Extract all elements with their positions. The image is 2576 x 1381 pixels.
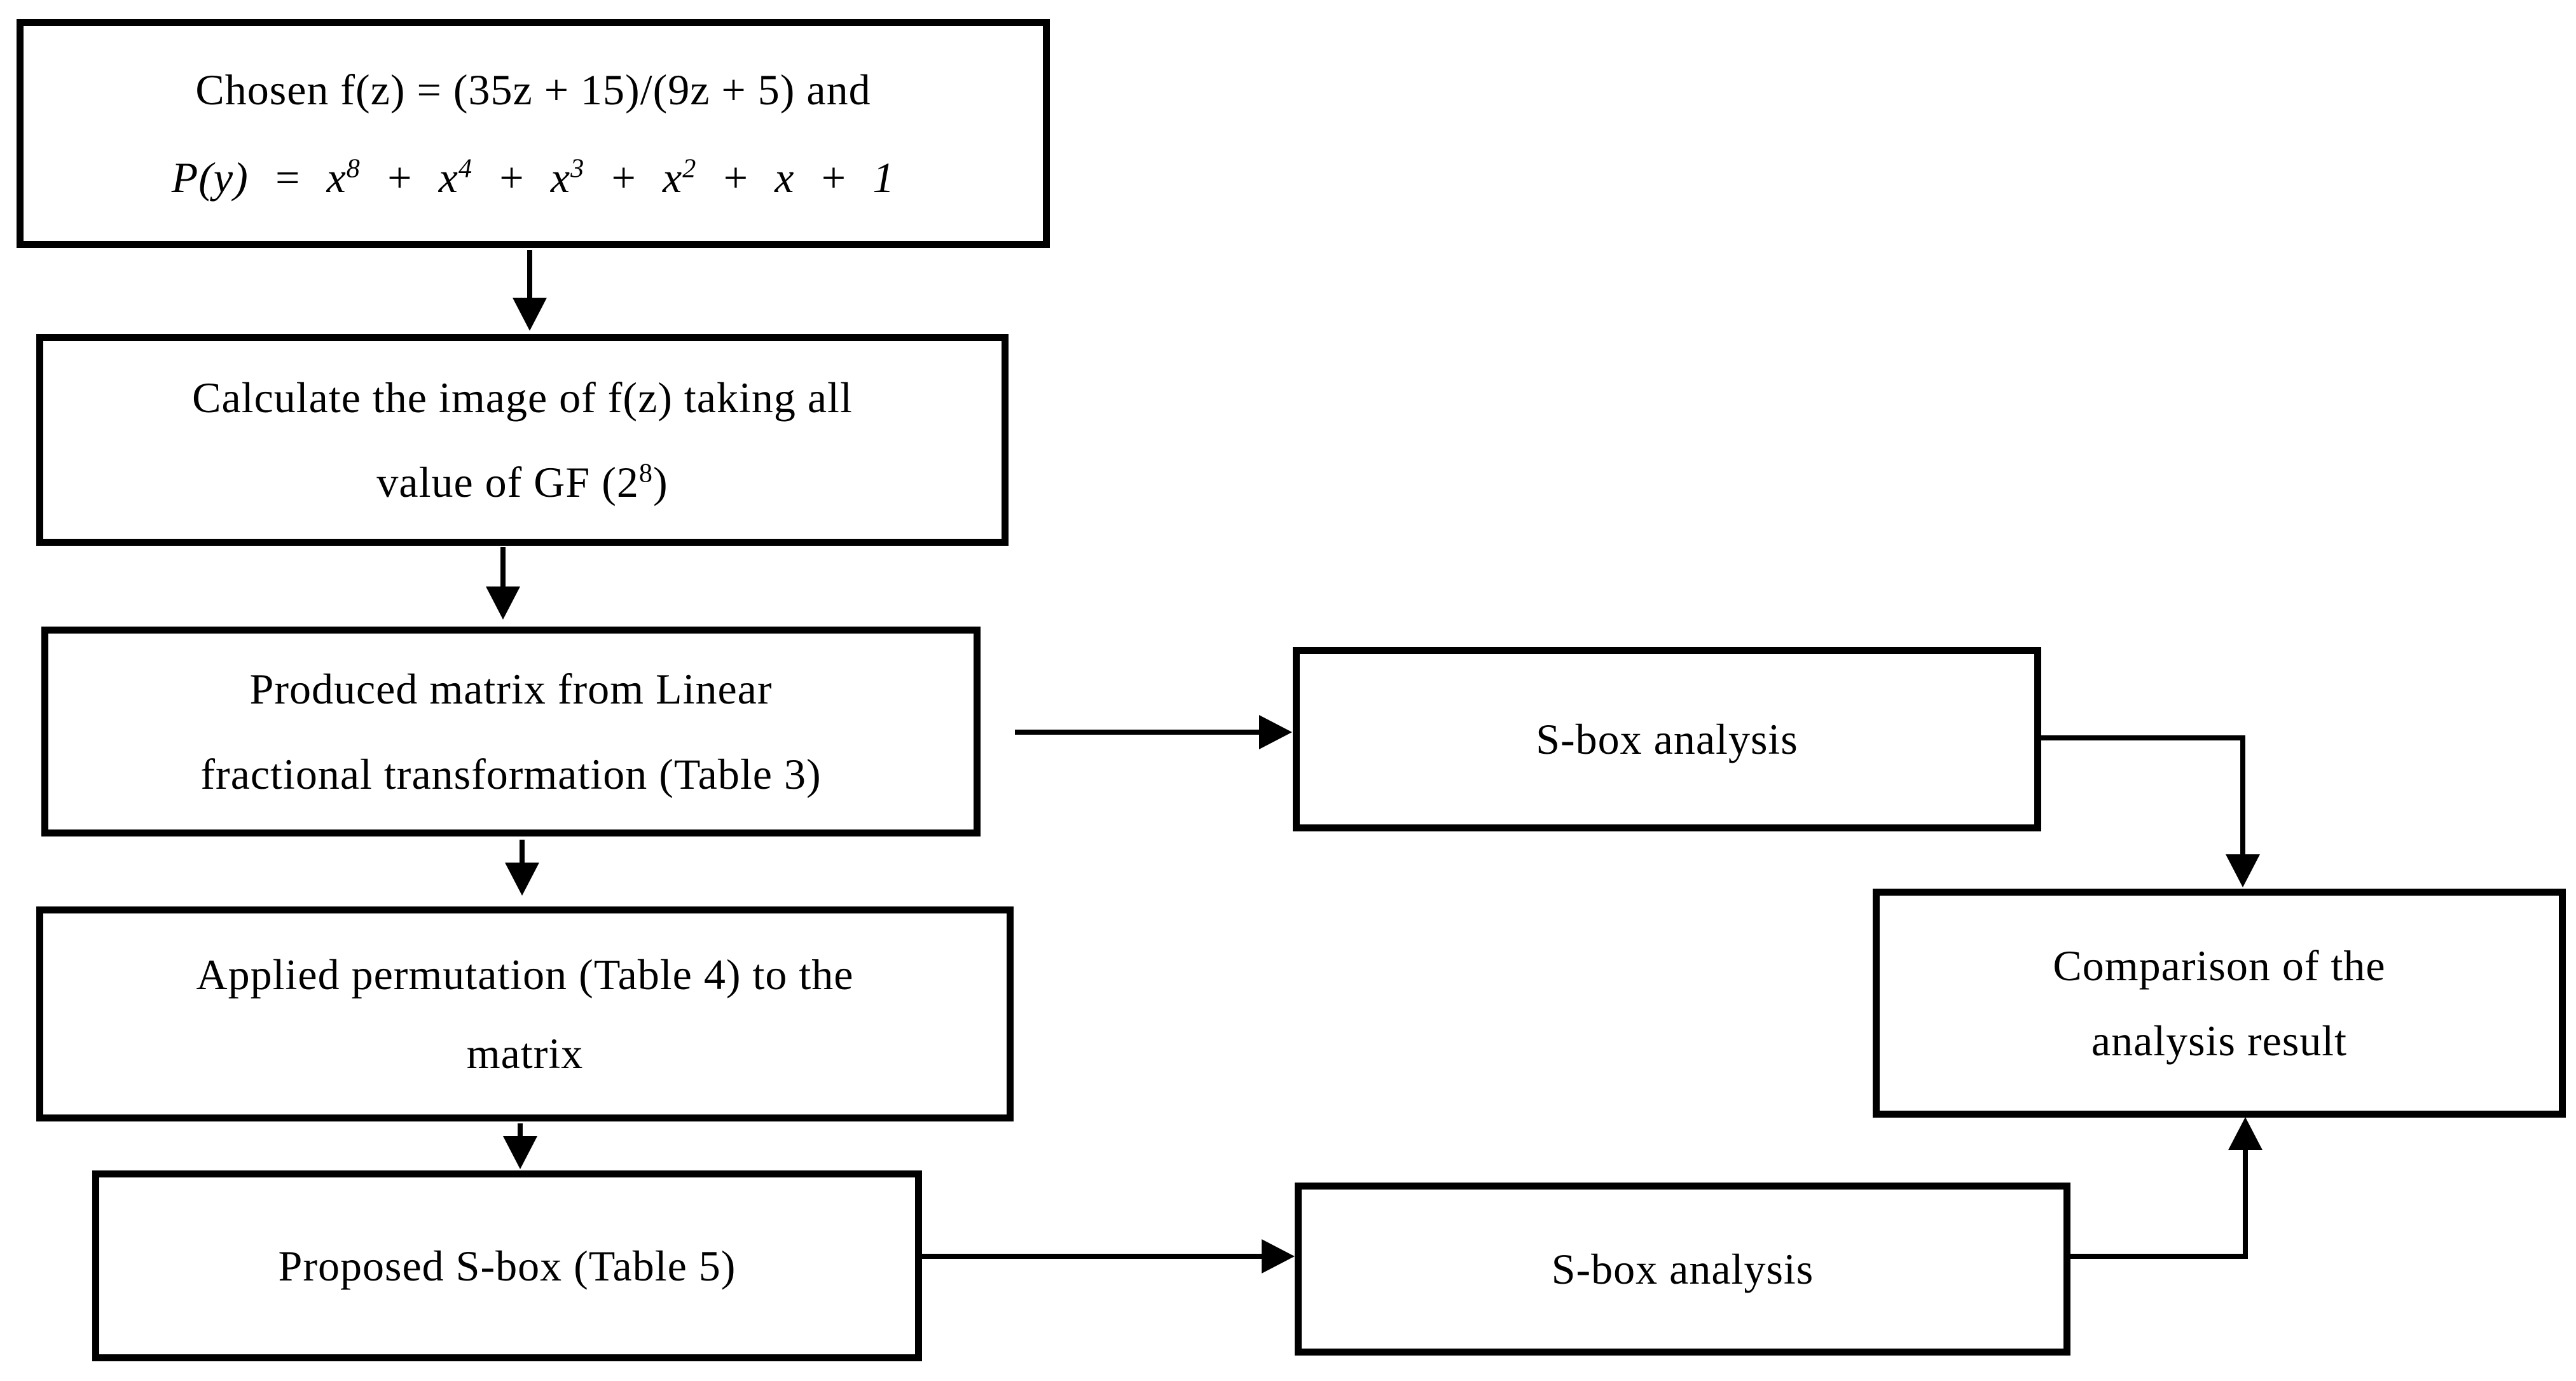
arrow-proposed-to-sbox-analysis-head bbox=[1262, 1239, 1295, 1273]
arrow-proposed-to-sbox-analysis-stem bbox=[922, 1254, 1262, 1259]
node-produced-matrix: Produced matrix from Linear fractional t… bbox=[41, 627, 981, 836]
connector-sbox-top-to-comparison-head bbox=[2226, 854, 2260, 887]
arrow-produced-to-sbox-analysis-head bbox=[1259, 715, 1292, 749]
arrow-chosen-to-calculate-stem bbox=[527, 250, 532, 301]
node-sbox-analysis-bottom-label: S-box analysis bbox=[1551, 1244, 1814, 1293]
arrow-applied-to-proposed-head bbox=[503, 1136, 537, 1169]
arrow-applied-to-proposed-stem bbox=[518, 1123, 523, 1139]
node-applied-permutation-line2: matrix bbox=[466, 1029, 584, 1078]
connector-sbox-bottom-to-comparison-vertical bbox=[2243, 1149, 2248, 1259]
connector-sbox-top-to-comparison-vertical bbox=[2240, 735, 2245, 856]
arrow-produced-to-applied-head bbox=[505, 863, 539, 896]
node-proposed-sbox-label: Proposed S-box (Table 5) bbox=[278, 1241, 736, 1290]
node-calculate-image: Calculate the image of f(z) taking all v… bbox=[36, 334, 1009, 546]
node-sbox-analysis-top: S-box analysis bbox=[1293, 647, 2041, 831]
node-proposed-sbox: Proposed S-box (Table 5) bbox=[92, 1170, 922, 1361]
node-produced-matrix-line1: Produced matrix from Linear bbox=[249, 665, 773, 714]
connector-sbox-bottom-to-comparison-head bbox=[2228, 1117, 2263, 1150]
connector-sbox-top-to-comparison-horizontal bbox=[2041, 735, 2245, 740]
node-comparison-line2: analysis result bbox=[2091, 1017, 2348, 1065]
connector-sbox-bottom-to-comparison-horizontal bbox=[2070, 1254, 2247, 1259]
node-calculate-image-line2: value of GF (28) bbox=[376, 458, 668, 506]
arrow-calculate-to-produced-head bbox=[486, 586, 520, 620]
node-chosen-function-line1: Chosen f(z) = (35z + 15)/(9z + 5) and bbox=[195, 65, 871, 114]
node-sbox-analysis-bottom: S-box analysis bbox=[1295, 1183, 2070, 1356]
arrow-produced-to-applied-stem bbox=[520, 840, 525, 865]
node-chosen-function-line2: P(y) = x8 + x4 + x3 + x2 + x + 1 bbox=[171, 153, 895, 202]
arrow-produced-to-sbox-analysis-stem bbox=[1015, 730, 1259, 735]
node-produced-matrix-line2: fractional transformation (Table 3) bbox=[200, 749, 822, 798]
node-sbox-analysis-top-label: S-box analysis bbox=[1536, 714, 1798, 763]
arrow-chosen-to-calculate-head bbox=[513, 298, 547, 331]
node-applied-permutation: Applied permutation (Table 4) to the mat… bbox=[36, 906, 1014, 1121]
node-calculate-image-line1: Calculate the image of f(z) taking all bbox=[192, 373, 853, 422]
node-applied-permutation-line1: Applied permutation (Table 4) to the bbox=[196, 950, 854, 999]
node-comparison: Comparison of the analysis result bbox=[1873, 889, 2566, 1118]
arrow-calculate-to-produced-stem bbox=[500, 547, 506, 588]
node-comparison-line1: Comparison of the bbox=[2053, 941, 2386, 990]
node-chosen-function: Chosen f(z) = (35z + 15)/(9z + 5) and P(… bbox=[17, 19, 1050, 248]
